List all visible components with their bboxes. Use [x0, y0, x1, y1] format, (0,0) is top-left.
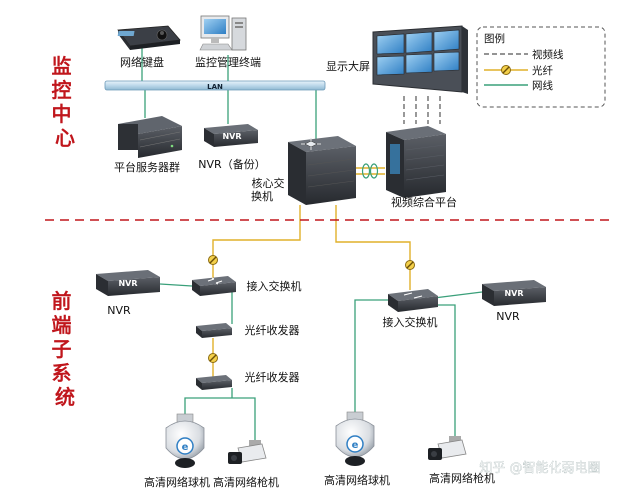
legend-item-fiber: 光纤	[532, 64, 553, 77]
svg-text:e: e	[182, 442, 189, 453]
fiber-core-left	[212, 205, 301, 280]
label-platform-server: 平台服务器群	[114, 160, 180, 174]
label-network-keyboard: 网络键盘	[120, 55, 164, 69]
dome-camera-left-device: e	[165, 413, 205, 468]
label-core-switch-line1: 核心交	[252, 176, 285, 190]
nvr-badge: NVR	[222, 132, 241, 141]
label-dome-right: 高清网络球机	[324, 473, 390, 487]
link-to-bullet-left	[232, 397, 256, 440]
dome-camera-right-device: e	[335, 411, 375, 466]
monitoring-terminal-device	[199, 15, 247, 51]
video-links	[403, 96, 441, 124]
label-nvr-right: NVR	[496, 310, 520, 323]
fiber-icon	[404, 259, 416, 271]
fiber-icon	[207, 352, 219, 364]
label-video-platform: 视频综合平台	[391, 195, 457, 209]
core-switch-device	[288, 136, 356, 205]
label-nvr-left: NVR	[107, 304, 131, 317]
fiber-icon	[500, 64, 512, 76]
network-links	[141, 48, 483, 440]
label-core-switch-line2: 换机	[251, 189, 273, 203]
nvr-left-device: NVR	[96, 270, 160, 296]
link-access-nvr-right	[433, 291, 483, 299]
label-display-wall: 显示大屏	[326, 59, 370, 73]
fiber-core-right	[335, 205, 411, 290]
link-to-dome-right	[354, 299, 395, 416]
fiber-transceiver-1-device	[196, 323, 232, 338]
label-transceiver-2: 光纤收发器	[245, 370, 300, 384]
bullet-camera-right-device	[428, 436, 467, 460]
legend-title: 图例	[484, 32, 505, 45]
label-bullet-right: 高清网络枪机	[429, 471, 495, 485]
label-nvr-backup: NVR（备份）	[198, 157, 265, 171]
link-nvr-access-left	[159, 283, 193, 287]
fiber-transceiver-2-device	[196, 375, 232, 390]
nvr-backup-device: NVR	[204, 124, 258, 147]
label-monitoring-terminal: 监控管理终端	[195, 55, 261, 69]
video-platform-device	[386, 126, 446, 198]
label-access-switch-right: 接入交换机	[383, 315, 438, 329]
lan-label: LAN	[207, 83, 223, 91]
legend-item-network: 网线	[532, 79, 553, 92]
display-wall-device	[372, 25, 468, 94]
label-dome-left: 高清网络球机	[144, 475, 210, 489]
label-bullet-left: 高清网络枪机	[213, 475, 279, 489]
nvr-right-device: NVR	[482, 280, 546, 306]
platform-server-device	[118, 116, 182, 158]
access-switch-left-device	[192, 276, 236, 296]
link-to-dome-left	[184, 397, 232, 418]
legend-item-video: 视频线	[532, 48, 564, 61]
lan-bar: LAN	[104, 80, 326, 91]
bullet-camera-left-device	[228, 440, 267, 464]
watermark: 知乎 @智能化弱电圈	[479, 460, 600, 476]
nvr-badge: NVR	[504, 289, 523, 298]
access-switch-right-device	[388, 289, 438, 312]
legend: 图例 视频线 光纤 网线	[476, 26, 606, 108]
network-keyboard-device	[117, 25, 181, 50]
section-title-control-center: 监 控 中 心	[52, 54, 79, 150]
label-transceiver-1: 光纤收发器	[245, 323, 300, 337]
section-title-frontend: 前 端 子 系 统	[52, 289, 79, 409]
label-access-switch-left: 接入交换机	[247, 279, 302, 293]
svg-text:e: e	[352, 440, 359, 451]
fiber-icon	[207, 254, 219, 266]
nvr-badge: NVR	[118, 279, 137, 288]
